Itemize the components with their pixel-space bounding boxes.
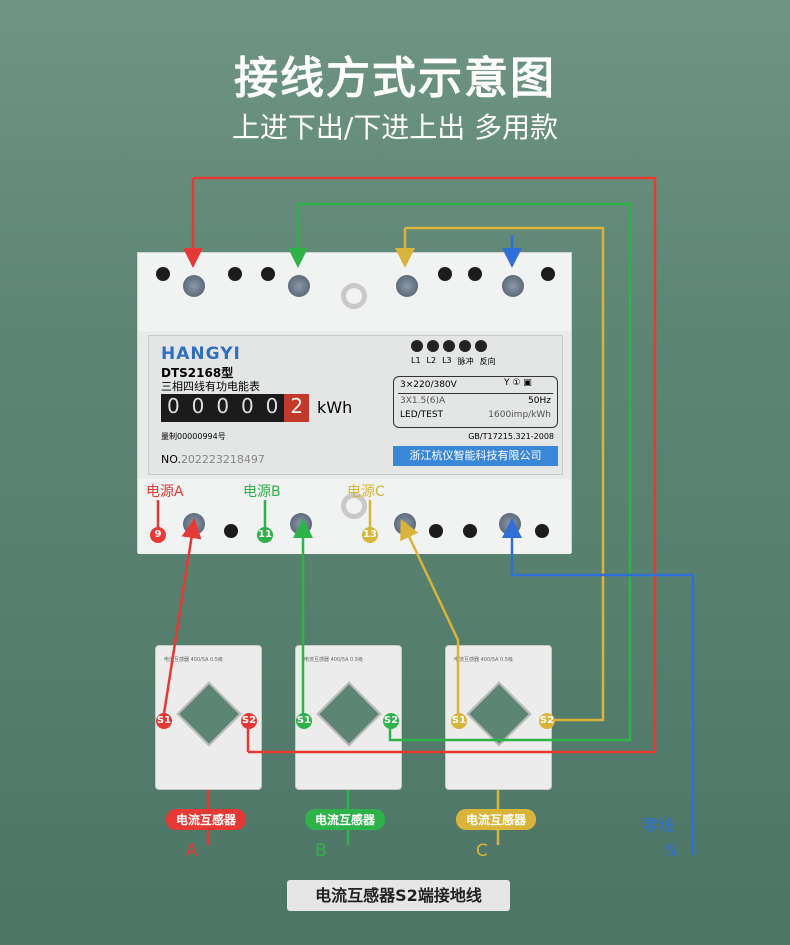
wire-b-top: [298, 202, 632, 742]
ct-c-tag: 电流互感器: [456, 809, 537, 830]
indicator-leds: [411, 340, 487, 352]
top-terminal-strip: [138, 253, 571, 331]
ct-b-s1: S1: [296, 713, 312, 729]
brand-logo: HANGYI: [161, 344, 241, 364]
spec-box: 3×220/380V Y ① ▣ 3X1.5(6)A 50Hz LED/TEST…: [393, 376, 558, 428]
terminal-11-badge: 11: [257, 527, 273, 543]
terminal-9-badge: 9: [150, 527, 166, 543]
source-c-label: 电源C: [347, 484, 385, 500]
energy-meter: HANGYI DTS2168型 三相四线有功电能表 0 0 0 0 0 2 kW…: [137, 252, 572, 554]
neutral-letter: N: [665, 841, 678, 861]
ct-b-tag: 电流互感器: [305, 809, 386, 830]
terminal-13-badge: 13: [362, 527, 378, 543]
model: DTS2168型: [161, 366, 234, 380]
wire-n-bottom: [502, 518, 695, 855]
standard: GB/T17215.321-2008: [468, 432, 554, 441]
wire-a-bottom: [161, 518, 202, 721]
ct-a-s2: S2: [241, 713, 257, 729]
wire-c-top: [405, 226, 605, 722]
neutral-label: 零线: [642, 816, 675, 835]
source-b-label: 电源B: [243, 484, 281, 500]
unit: kWh: [317, 398, 353, 417]
source-a-label: 电源A: [146, 484, 184, 500]
ct-c-s2: S2: [539, 713, 555, 729]
ct-c-s1: S1: [451, 713, 467, 729]
page-subtitle: 上进下出/下进上出 多用款: [231, 111, 559, 144]
ct-b-s2: S2: [383, 713, 399, 729]
meter-face: HANGYI DTS2168型 三相四线有功电能表 0 0 0 0 0 2 kW…: [148, 335, 563, 475]
manufacturer: 浙江杭仪智能科技有限公司: [393, 446, 558, 466]
wire-a-top: [193, 176, 657, 754]
phase-a-letter: A: [186, 841, 198, 861]
wire-c-bottom: [400, 518, 460, 720]
phase-c-letter: C: [476, 841, 488, 861]
ct-a-tag: 电流互感器: [166, 809, 247, 830]
cert: 量制00000994号: [161, 432, 226, 441]
serial: NO.202223218497: [161, 453, 265, 466]
counter-display: 0 0 0 0 0 2: [161, 394, 310, 422]
ct-a-s1: S1: [156, 713, 172, 729]
page-title: 接线方式示意图: [234, 53, 556, 104]
footer-note: 电流互感器S2端接地线: [287, 880, 510, 911]
meter-type: 三相四线有功电能表: [161, 380, 260, 393]
phase-b-letter: B: [315, 841, 327, 861]
